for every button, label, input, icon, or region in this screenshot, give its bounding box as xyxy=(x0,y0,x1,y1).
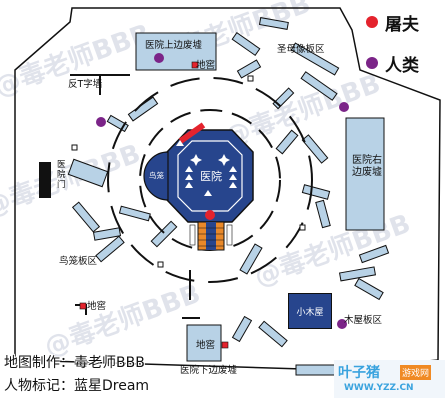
cabin: 小木屋 xyxy=(288,293,332,329)
building-lower-ruins xyxy=(186,324,222,362)
label-hospital-lower-ruins: 医院下边废墟 xyxy=(180,365,238,376)
label-cabin-board: 木屋板区 xyxy=(344,315,383,326)
ring-outer xyxy=(107,77,313,283)
building-upper-ruins xyxy=(135,32,217,71)
brand-name: 叶子猪 xyxy=(338,365,380,381)
cage xyxy=(143,151,169,201)
label-hospital-upper-ruins: 医院上边废墟 xyxy=(145,40,203,51)
label-hospital: 医院 xyxy=(200,170,222,183)
brand-logo[interactable]: 叶子猪 游戏网 WWW.YZZ.CN xyxy=(334,360,445,398)
label-cabin: 小木屋 xyxy=(296,307,324,318)
survivor-marker xyxy=(337,319,347,329)
label-cellar-upper: 地窖 xyxy=(196,60,216,71)
label-reverse-t-wall: 反T字墙 xyxy=(68,79,103,90)
brand-tag: 游戏网 xyxy=(400,365,432,380)
building-block xyxy=(67,158,109,188)
label-cellar-lower: 地窖 xyxy=(196,340,216,351)
label-cellar-left: 地窖 xyxy=(87,301,107,312)
credit-character-marker: 人物标记：蓝星Dream xyxy=(4,378,150,394)
survivor-marker xyxy=(96,117,106,127)
legend-killer-dot xyxy=(366,16,378,28)
legend-killer-label: 屠夫 xyxy=(385,15,419,35)
killer-marker xyxy=(205,210,215,220)
cellar-left xyxy=(79,302,87,310)
survivor-marker xyxy=(154,53,164,63)
cellar-upper xyxy=(191,61,199,69)
legend-survivor-label: 人类 xyxy=(385,56,419,76)
survivor-marker xyxy=(339,102,349,112)
credit-map-maker: 地图制作：毒老师BBB xyxy=(4,355,145,371)
label-hospital-gate: 医院门 xyxy=(57,160,66,190)
reverse-t-wall xyxy=(70,74,130,95)
label-cage: 鸟笼 xyxy=(149,171,164,180)
brand-url: WWW.YZZ.CN xyxy=(344,383,414,393)
building-block xyxy=(295,364,337,376)
building-right-ruins xyxy=(345,117,385,231)
label-madonna-board: 圣母像板区 xyxy=(277,44,325,55)
label-birdcage-board: 鸟笼板区 xyxy=(59,256,98,267)
hospital-gate xyxy=(39,162,51,198)
legend-survivor-dot xyxy=(366,57,378,69)
label-hospital-right-ruins: 医院右边废墟 xyxy=(352,155,382,178)
cellar-lower xyxy=(221,341,229,349)
